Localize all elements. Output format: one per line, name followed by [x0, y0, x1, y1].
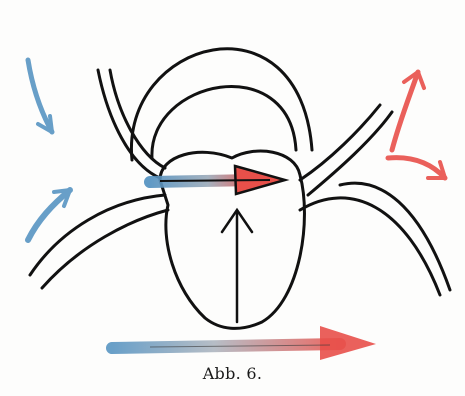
right-vessel-outer — [300, 198, 440, 295]
outer-arch — [131, 49, 312, 160]
venous-inflow-top-left — [28, 60, 52, 132]
left-vessel-outer-lower — [42, 210, 168, 288]
ventricular-outflow — [222, 210, 252, 322]
arterial-outflow-down-right — [388, 158, 445, 178]
arterial-outflow-up-right — [392, 72, 424, 150]
left-vessel-lower-inner — [110, 70, 165, 168]
venous-inflow-bottom-left — [28, 190, 70, 240]
figure-caption: Abb. 6. — [0, 364, 465, 383]
circulation-summary — [112, 326, 376, 360]
atrial-blood-flow — [150, 166, 285, 194]
inner-arch — [152, 87, 296, 158]
